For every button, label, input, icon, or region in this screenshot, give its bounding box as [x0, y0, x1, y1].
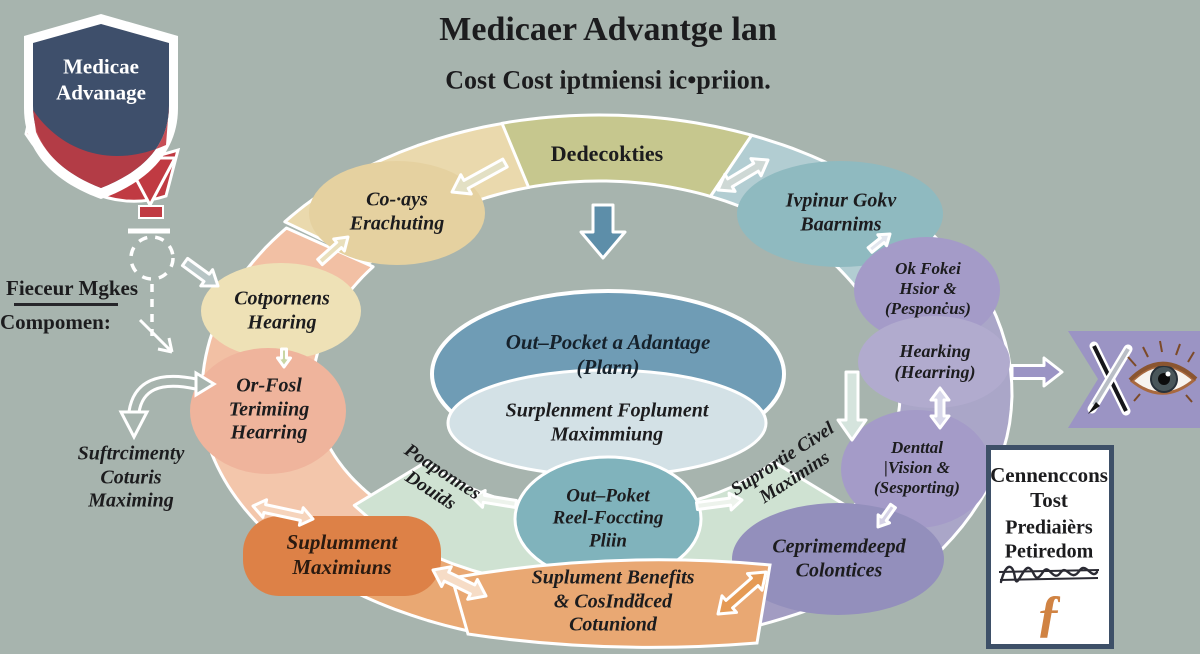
arrow-banner-coordination-double: [716, 570, 768, 616]
arrow-copays-up: [316, 235, 350, 267]
logo-text-line1: Medicae: [63, 54, 139, 79]
arrow-pocket-left: [470, 489, 518, 509]
eye-lash: [1175, 343, 1181, 356]
eye-lash: [1159, 340, 1163, 353]
signature-scribble-icon: [996, 558, 1102, 592]
shield-ribbon-overlay: [33, 106, 169, 188]
left-heading: Fieceur Mgkes: [6, 276, 138, 300]
blob-copayments: [201, 263, 361, 359]
sketch-arrow-icon: [138, 318, 174, 354]
signature-scribble-svg: [998, 565, 1100, 584]
eye-upper-lid: [1128, 361, 1198, 382]
page-subtitle: Cost Cost iptmiensi ic•priion.: [445, 65, 771, 95]
blob-coordination: [732, 503, 944, 615]
u-turn-arrow: [130, 377, 197, 413]
arrow-salmon-box-double: [251, 498, 315, 527]
u-turn-arrow-head-down: [118, 410, 150, 441]
brush-tip-icon: [1088, 402, 1100, 414]
supplement-box-shape: [243, 516, 441, 596]
blob-hearing: [858, 316, 1010, 408]
label-dental-vision: Denttal |Vision & (Sesporting): [874, 437, 960, 498]
label-copayments: Cotpornens Hearing: [234, 287, 330, 333]
left-note: Suftrcimenty Coturis Maximing: [77, 442, 185, 512]
arrow-to-flag: [1010, 356, 1064, 388]
label-center-sub: Surplenment Foplument Maximmiung: [505, 399, 709, 445]
label-center-pocket: Out–Poket Reel-Foccting Pliin: [552, 485, 664, 552]
brush-icon: [1092, 347, 1130, 407]
u-turn-arrow-head-right: [194, 370, 217, 398]
florin-glyph: ƒ: [1036, 585, 1062, 643]
label-coordination: Ceprimemdeepd Colontices: [772, 535, 906, 581]
heading-underline: [14, 303, 118, 306]
label-supplement-box: Suplumment Maximiuns: [286, 530, 398, 579]
label-ok-pokei: Ok Fokei Hsior & (Pesponċus): [885, 258, 971, 319]
label-deductibles: Dedecokties: [550, 141, 664, 167]
page-title: Medicaer Advantge lan: [439, 10, 777, 48]
info-box: [986, 445, 1114, 649]
eye-lash: [1142, 346, 1149, 358]
label-benefits-banner: Suplument Benefits & CosIndḋced Cotunion…: [531, 566, 695, 636]
blob-copays: [309, 161, 485, 265]
label-hearing: Hearking (Hearring): [894, 340, 976, 382]
eye-highlight: [1165, 371, 1171, 377]
arrow-olive-to-copays: [450, 157, 509, 196]
arrow-right-down: [836, 370, 868, 442]
eye-lash: [1187, 351, 1195, 363]
arrow-hearing-dental-double: [929, 386, 951, 430]
eye-lash: [1133, 393, 1141, 402]
arrow-olive-lightblue-double: [716, 157, 770, 193]
arrow-deductibles-down: [579, 203, 627, 260]
blob-ok-pokei: [854, 237, 1000, 343]
sketch-arrow-head: [157, 337, 174, 354]
arrow-dental-chevron: [876, 502, 897, 529]
benefits-banner-shape: [450, 558, 772, 649]
info-box-subtitle: Prediaièrs Petiredom: [1004, 516, 1094, 562]
arrow-box-banner-double: [431, 565, 488, 601]
eye-lash: [1127, 356, 1137, 367]
label-premiums: Ivpinur Gokv Baarnims: [785, 189, 897, 235]
blob-dental: [841, 410, 991, 528]
label-center-main: Out–Pocket a Adantage (Plarn): [505, 330, 711, 379]
arrow-premiums-chevron: [866, 232, 892, 254]
arrow-doodle-to-ring: [180, 256, 220, 288]
label-oral-hearing: Or-Fosl Terimiing Hearring: [228, 374, 310, 444]
logo-text-line2: Advanage: [56, 80, 146, 105]
blob-premiums: [737, 161, 943, 267]
label-copays: Co-·ays Erachuting: [349, 188, 445, 234]
left-subheading: Compomen:: [0, 310, 111, 334]
blob-oral-hearing: [190, 348, 346, 474]
info-box-title: Cennenccons Tost: [990, 463, 1108, 512]
logo-ribbon-tail: [138, 205, 164, 219]
dashed-circle-icon: [129, 235, 175, 281]
arrow-copayments-oral: [276, 347, 292, 369]
eye-lash: [1185, 394, 1193, 403]
arrow-pocket-right: [695, 491, 744, 512]
